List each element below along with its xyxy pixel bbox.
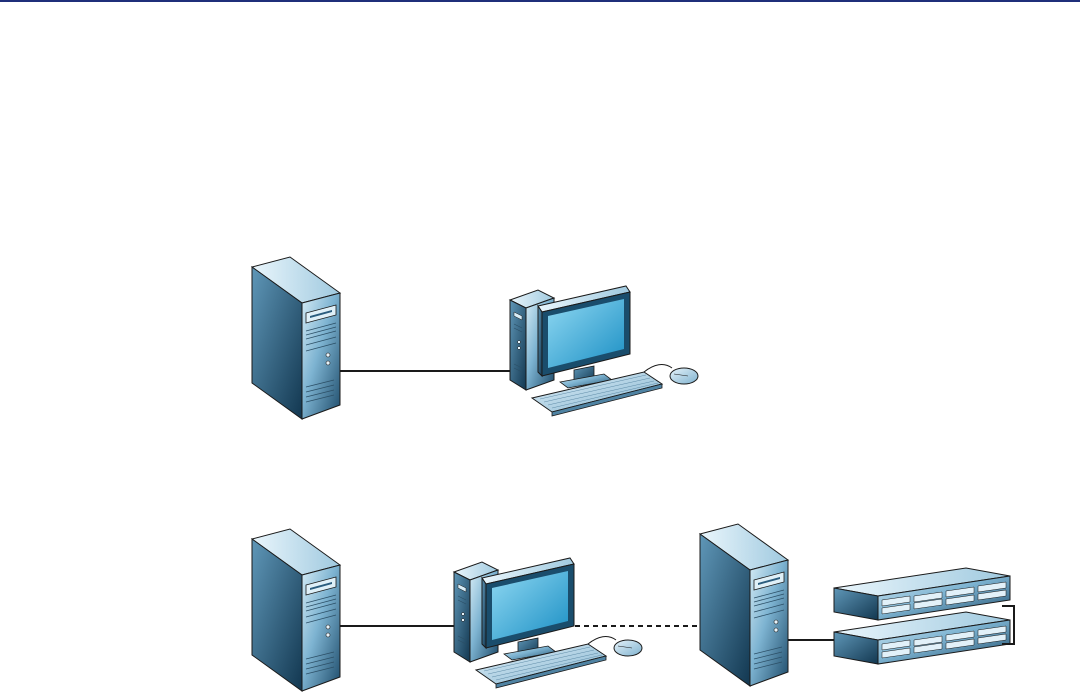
- storage-array-icon: [834, 568, 1014, 664]
- scenario-1: [252, 257, 698, 419]
- workstation-icon: [454, 558, 642, 688]
- server-icon: [252, 529, 340, 691]
- workstation-icon: [510, 286, 698, 416]
- storage-unit-icon: [834, 568, 1010, 620]
- server-icon: [252, 257, 340, 419]
- scenario-2: [252, 524, 1014, 691]
- storage-unit-icon: [834, 612, 1010, 664]
- server-icon: [700, 524, 788, 686]
